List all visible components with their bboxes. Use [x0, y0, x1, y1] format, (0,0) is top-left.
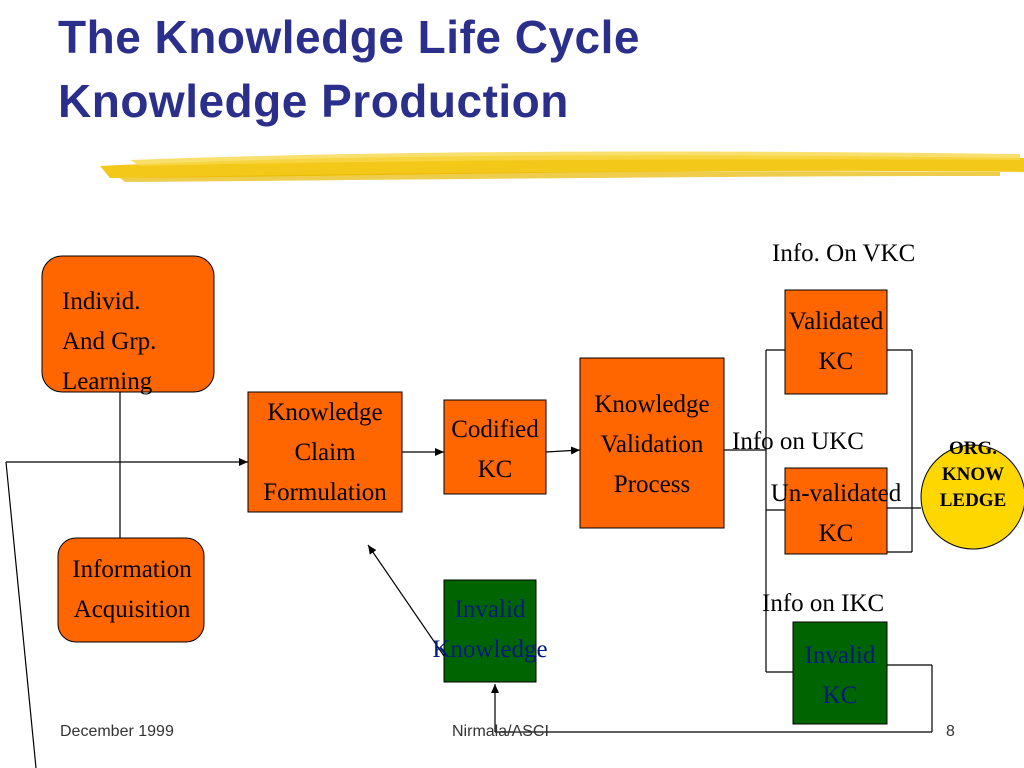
individ-line2: And Grp. — [62, 328, 157, 355]
information-acquisition-label: Information Acquisition — [50, 550, 214, 630]
kcf-line3: Formulation — [263, 479, 387, 506]
codified-line2: KC — [477, 456, 513, 483]
invalid-kc-label: Invalid KC — [770, 636, 910, 716]
info-on-ukc-label: Info on UKC — [732, 428, 864, 455]
slide-title-line1: The Knowledge Life Cycle — [58, 11, 640, 63]
individ-line1: Individ. — [62, 288, 141, 315]
arrow-invalid-to-formulation — [367, 544, 445, 657]
unvalidated-line2: KC — [818, 520, 854, 547]
footer-page-number: 8 — [946, 723, 955, 740]
info-on-vkc-label: Info. On VKC — [772, 240, 916, 267]
validated-kc-label: Validated KC — [766, 302, 906, 382]
invalid-kc-box — [792, 621, 888, 725]
invalid-knowledge-box — [443, 579, 537, 683]
codified-kc-box — [443, 399, 547, 495]
invalid-knowledge-line2: Knowledge — [432, 636, 548, 663]
yellow-brush-underline — [100, 151, 1024, 182]
codified-line1: Codified — [451, 416, 539, 443]
individ-learning-box — [41, 255, 215, 393]
invalid-kc-line2: KC — [822, 682, 858, 709]
feedback-loop-left — [5, 461, 37, 768]
validated-line2: KC — [818, 348, 854, 375]
slide-title-line2: Knowledge Production — [58, 75, 569, 127]
knowledge-validation-process-label: Knowledge Validation Process — [572, 385, 732, 505]
invalid-kc-line1: Invalid — [804, 642, 876, 669]
info-acq-line2: Acquisition — [73, 596, 191, 623]
kvp-line2: Validation — [600, 431, 704, 458]
unvalidated-kc-box — [784, 467, 888, 555]
footer-date: December 1999 — [60, 723, 174, 740]
org-line1: ORG. — [948, 438, 998, 459]
arrow-codified-validation — [545, 446, 581, 455]
unvalidated-line1: Un-validated — [770, 480, 902, 507]
invalid-knowledge-label: Invalid Knowledge — [410, 590, 570, 670]
individ-line3: Learning — [62, 368, 153, 395]
info-acq-line1: Information — [72, 556, 192, 583]
info-on-ikc-label: Info on IKC — [762, 590, 885, 617]
information-acquisition-box — [57, 537, 205, 643]
validated-kc-box — [784, 289, 888, 395]
kcf-line1: Knowledge — [267, 399, 383, 426]
org-line3: LEDGE — [939, 490, 1007, 511]
codified-kc-label: Codified KC — [430, 410, 560, 490]
kcf-line2: Claim — [294, 439, 356, 466]
validated-line1: Validated — [788, 308, 884, 335]
connectors — [5, 349, 933, 768]
org-line2: KNOW — [941, 464, 1005, 485]
kvp-line1: Knowledge — [594, 391, 710, 418]
org-knowledge-label: ORG. KNOW LEDGE — [921, 436, 1024, 514]
knowledge-claim-formulation-box — [247, 391, 403, 513]
individ-learning-label: Individ. And Grp. Learning — [62, 282, 156, 402]
knowledge-claim-formulation-label: Knowledge Claim Formulation — [238, 393, 412, 513]
org-knowledge-circle — [920, 444, 1024, 550]
invalid-knowledge-line1: Invalid — [454, 596, 526, 623]
kvp-line3: Process — [613, 471, 691, 498]
unvalidated-kc-label: Un-validated KC — [746, 474, 926, 554]
footer-author: Nirmala/ASCI — [452, 723, 549, 740]
knowledge-validation-process-box — [579, 357, 725, 529]
